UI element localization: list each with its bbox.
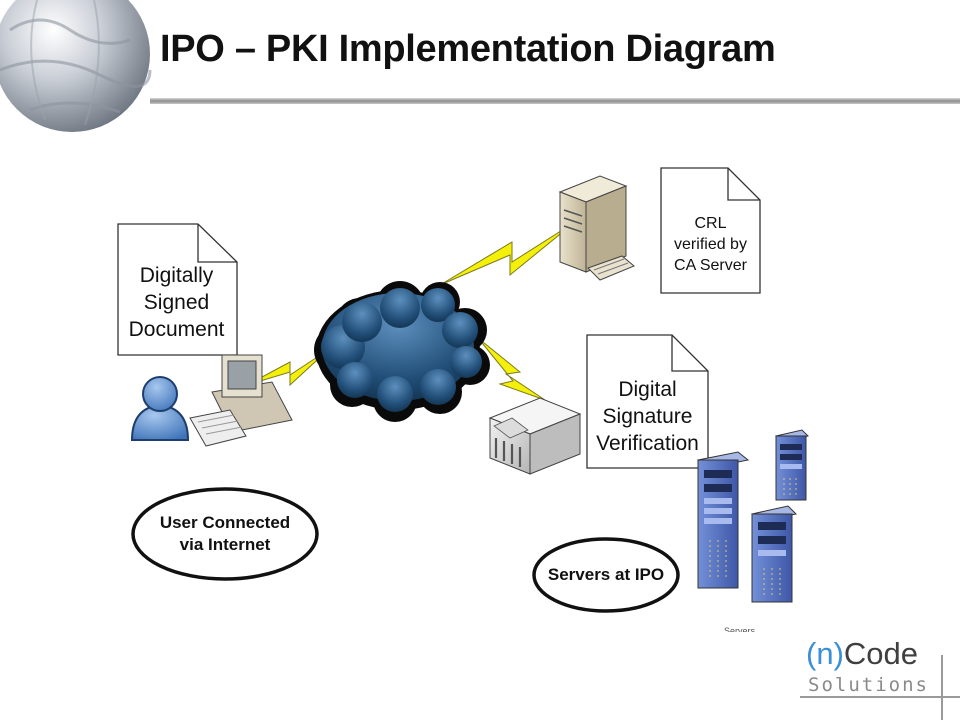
logo-wordmark: (n)Code	[806, 636, 918, 672]
user-oval-line-2: via Internet	[179, 535, 271, 554]
logo-paren-open: (	[806, 636, 817, 671]
user-icon	[130, 376, 190, 441]
servers-oval-label: Servers at IPO	[534, 564, 678, 586]
crl-document-line-3: CA Server	[674, 257, 747, 274]
internet-cloud-icon	[314, 281, 490, 422]
signed-document-line-3: Document	[128, 318, 225, 341]
ca-server-icon	[558, 175, 635, 281]
verification-document-line-3: Verification	[596, 432, 699, 455]
crl-document-shape	[660, 167, 761, 294]
signed-document-label: Digitally Signed Document	[118, 262, 235, 343]
logo-paren-close: )	[833, 636, 844, 671]
server-rack-icon	[696, 429, 809, 603]
bank-building-icon	[488, 397, 582, 475]
signed-document-shape	[117, 223, 238, 356]
logo-subtitle: Solutions	[808, 674, 929, 696]
servers-oval-line: Servers at IPO	[547, 565, 665, 584]
crl-document-line-2: verified by	[674, 236, 747, 253]
crl-document-label: CRL verified by CA Server	[661, 213, 760, 276]
desktop-computer-icon	[189, 354, 293, 447]
logo-lines	[800, 655, 960, 720]
verification-document-line-1: Digital	[618, 378, 677, 401]
user-oval	[131, 487, 319, 581]
signed-document-line-1: Digitally	[139, 264, 214, 287]
user-oval-line-1: User Connected	[159, 513, 291, 532]
servers-caption: Servers	[724, 626, 756, 632]
page-title: IPO – PKI Implementation Diagram	[160, 28, 776, 70]
title-underline	[150, 98, 960, 104]
logo-word-code: Code	[843, 636, 919, 671]
servers-oval	[532, 537, 680, 613]
crl-document-line-1: CRL	[694, 215, 727, 232]
verification-document-line-2: Signature	[602, 405, 693, 428]
logo-letter-n: n	[816, 636, 834, 671]
user-oval-label: User Connected via Internet	[135, 512, 315, 556]
globe-icon	[0, 0, 152, 132]
ncode-logo: (n)Code Solutions	[800, 636, 950, 710]
verification-document-shape	[586, 334, 709, 469]
signed-document-line-2: Signed	[143, 291, 210, 314]
verification-document-label: Digital Signature Verification	[587, 376, 708, 457]
